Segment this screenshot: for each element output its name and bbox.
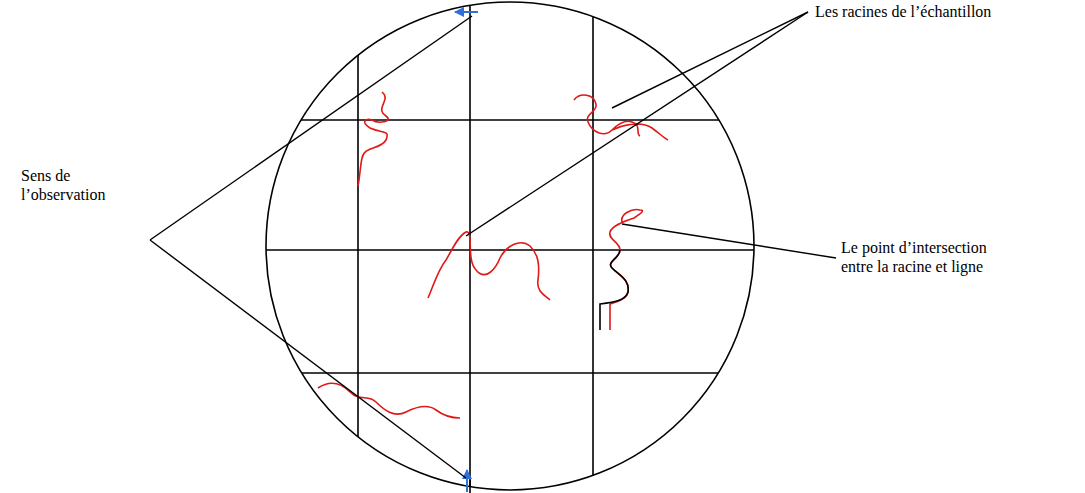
callout-label: Les racines de l’échantillon [814, 2, 992, 21]
roots [318, 92, 668, 418]
observation-arrows [455, 12, 478, 492]
sample-circle [266, 2, 754, 490]
callout-label: Le point d’intersection entre la racine … [840, 238, 1018, 276]
leader-lines [150, 12, 836, 478]
callout-label: Sens de l’observation [20, 166, 122, 204]
grid-lines [260, 0, 760, 493]
intersection-trace [600, 250, 628, 330]
